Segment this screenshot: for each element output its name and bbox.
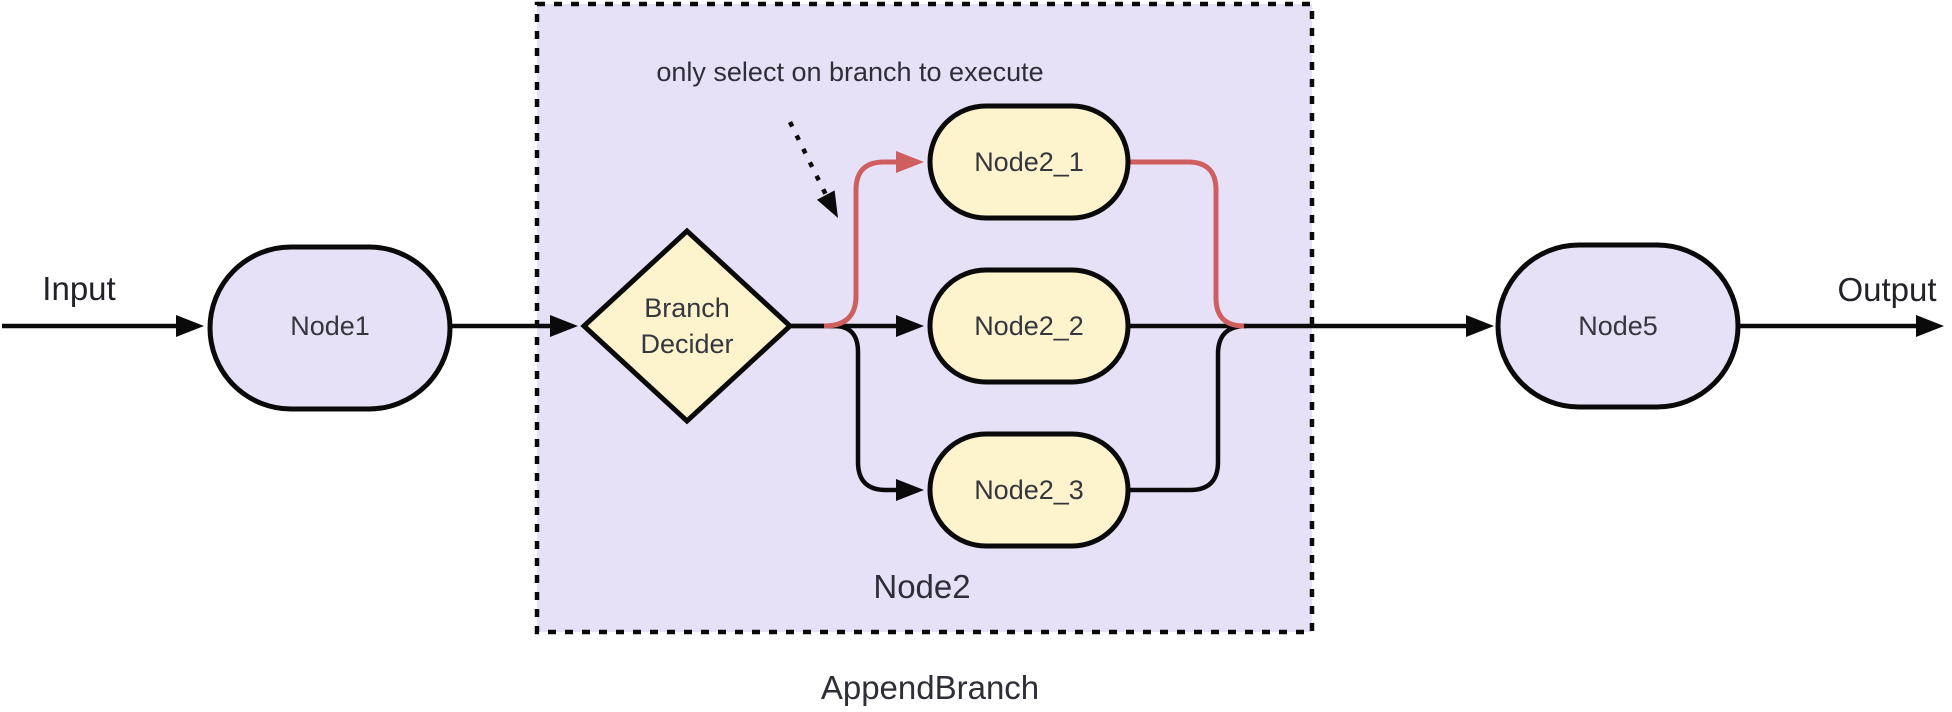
edge-node2-3-merge: [1128, 323, 1247, 493]
edge-decider-to-node2-3: [792, 323, 896, 493]
edge-node2-1-merge-selected: [1128, 159, 1245, 329]
arrowhead-node2-1-selected: [896, 151, 924, 173]
node-node2-1: [927, 103, 1131, 221]
node1-label: Node1: [290, 311, 370, 341]
arrowhead-output: [1916, 315, 1944, 337]
arrowhead-node2-2: [896, 315, 924, 337]
arrowhead-node5: [1466, 315, 1494, 337]
node2-2-label: Node2_2: [974, 311, 1084, 341]
node5-label: Node5: [1578, 311, 1658, 341]
node-branch-decider: [580, 227, 794, 425]
annotation-text: only select on branch to execute: [656, 57, 1043, 87]
arrowhead-decider: [550, 315, 578, 337]
arrowhead-node2-3: [896, 479, 924, 501]
output-label: Output: [1837, 271, 1936, 308]
node-node1: [207, 244, 453, 412]
node-node2-3: [927, 431, 1131, 549]
node-node2-2: [927, 267, 1131, 385]
node2-1-label: Node2_1: [974, 147, 1084, 177]
edge-decider-to-node2-1-selected: [823, 159, 896, 329]
annotation-pointer-arrowhead: [816, 190, 838, 218]
append-branch-label: AppendBranch: [821, 669, 1039, 706]
arrowhead-input: [176, 315, 204, 337]
branch-decider-label-line2: Decider: [640, 329, 733, 359]
input-label: Input: [42, 270, 115, 307]
node-node5: [1495, 242, 1741, 410]
node2-group-label: Node2: [873, 568, 970, 605]
branch-decider-label-line1: Branch: [644, 293, 730, 323]
node2-3-label: Node2_3: [974, 475, 1084, 505]
